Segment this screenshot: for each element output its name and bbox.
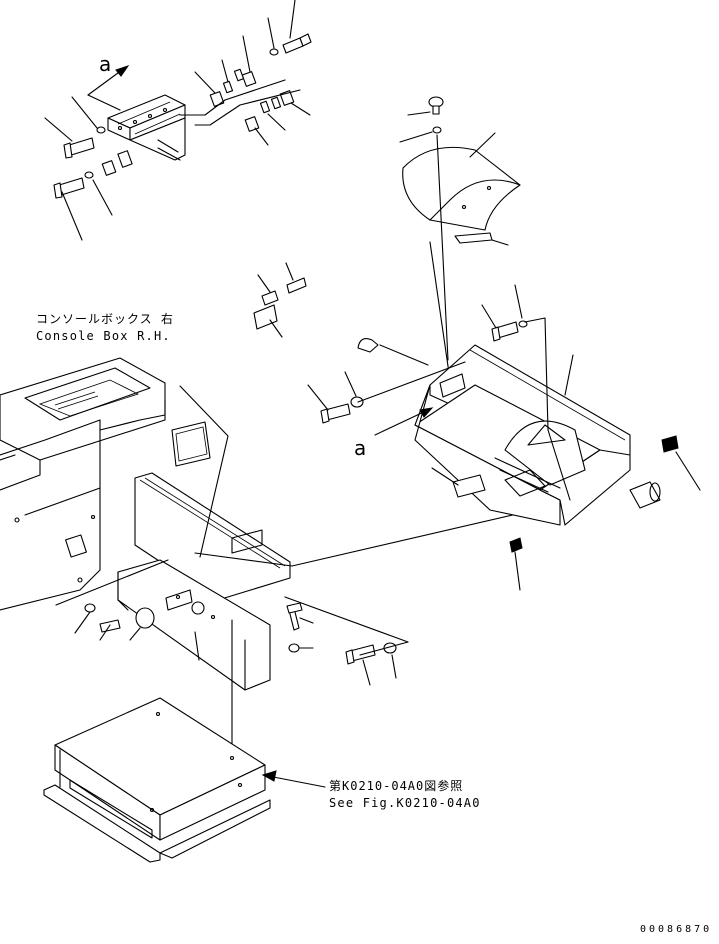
console-box-rh bbox=[0, 357, 166, 611]
drawing-number: 00086870 bbox=[640, 924, 713, 935]
console-box-label-en: Console Box R.H. bbox=[36, 329, 171, 343]
reference-figure-label-en: See Fig.K0210-04A0 bbox=[329, 796, 481, 810]
console-box-label-jp: コンソールボックス 右 bbox=[36, 312, 174, 326]
top-bracket-assembly bbox=[44, 0, 312, 241]
lower-cover-panel bbox=[55, 385, 561, 756]
right-tray-assembly bbox=[307, 96, 701, 591]
view-a-label-top: a bbox=[99, 52, 112, 76]
view-a-label-mid: a bbox=[354, 436, 367, 460]
reference-figure-label-jp: 第K0210-04A0図参照 bbox=[329, 779, 464, 793]
small-clip-assembly bbox=[253, 262, 307, 338]
bottom-box bbox=[43, 697, 326, 863]
